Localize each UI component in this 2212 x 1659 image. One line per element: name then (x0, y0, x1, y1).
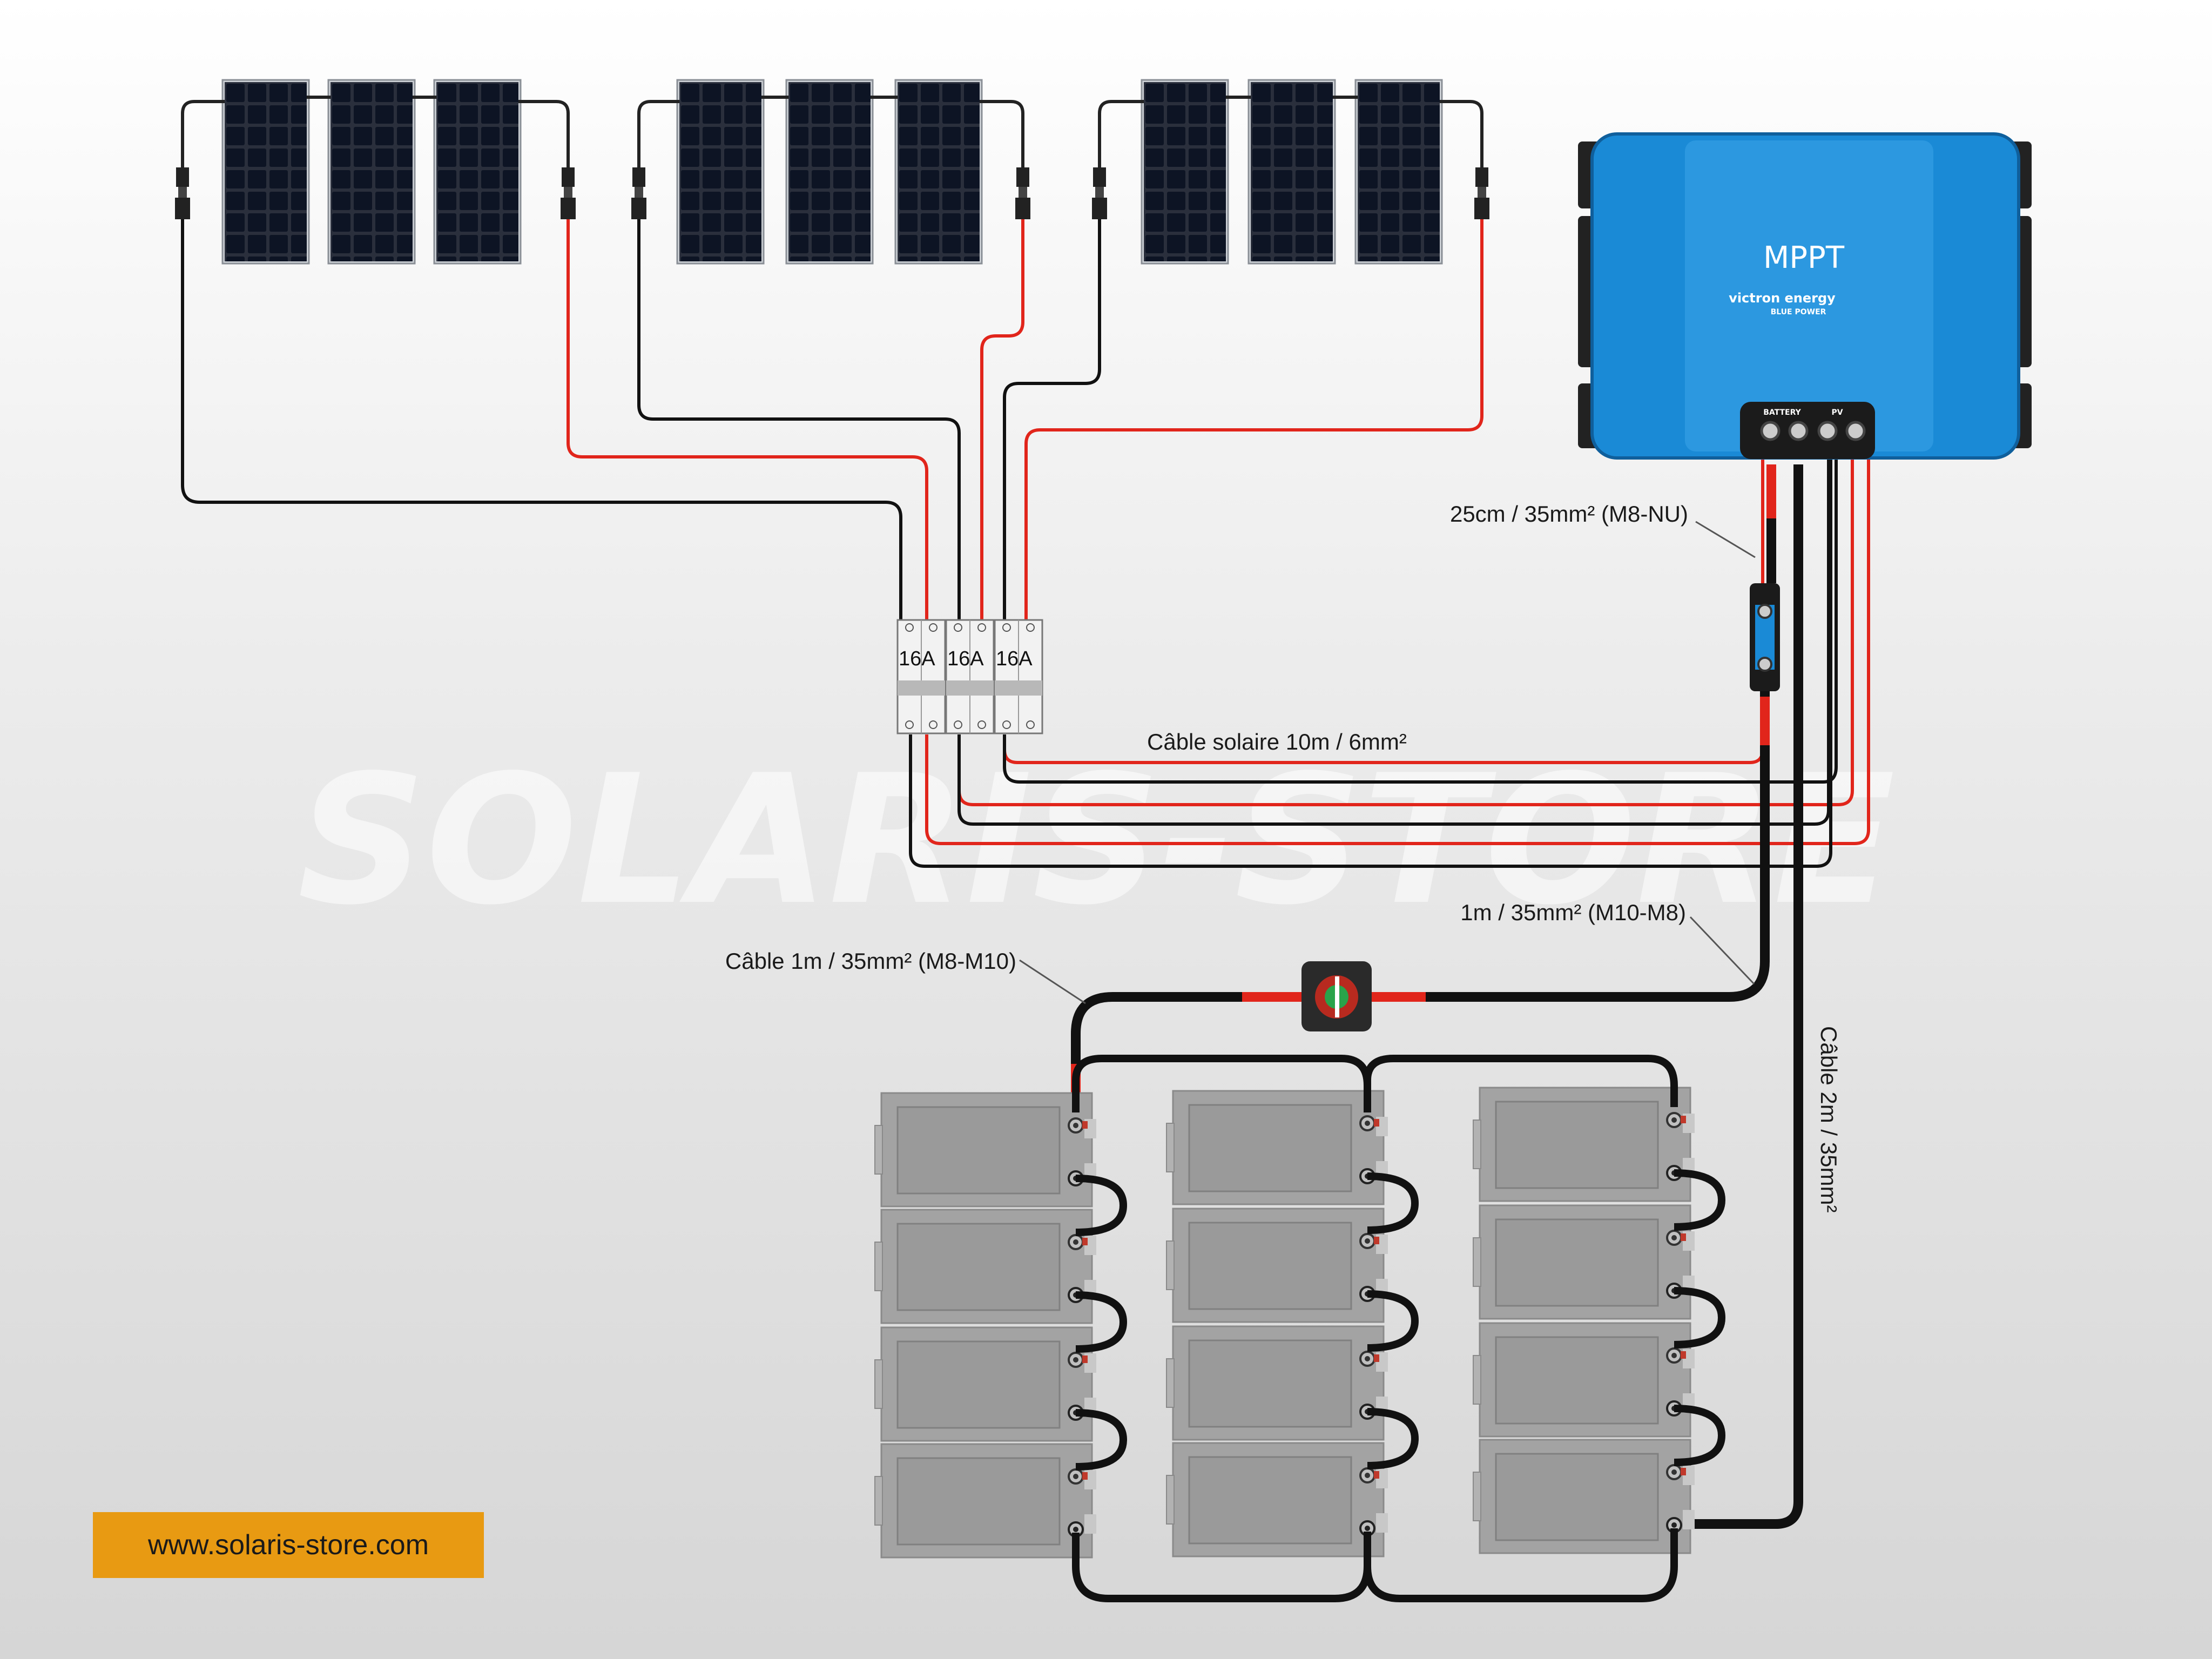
battery-column-2 (1165, 1090, 1389, 1557)
label-switch-battery-cable: Câble 1m / 35mm² (M8-M10) (725, 948, 1016, 974)
panel-string-1 (175, 79, 576, 265)
label-return-cable: Câble 2m / 35mm² (1816, 1026, 1842, 1212)
battery-switch (1301, 961, 1372, 1031)
label-controller-fuse-cable: 25cm / 35mm² (M8-NU) (1450, 501, 1688, 527)
website-badge[interactable]: www.solaris-store.com (93, 1512, 484, 1578)
leader-lines (1019, 521, 1756, 1004)
mppt-controller: MPPT victron energy BLUE POWER BATTERY P… (1578, 132, 2032, 460)
brand-name: victron energy (1729, 291, 1836, 306)
breaker-1-rating: 16A (899, 648, 935, 670)
battery-column-3 (1472, 1087, 1696, 1554)
mppt-title: MPPT (1763, 240, 1845, 275)
battery-cables (1071, 464, 1803, 1529)
panel-string-2 (631, 79, 1030, 265)
label-solar-cable: Câble solaire 10m / 6mm² (1147, 729, 1407, 754)
breaker-2-rating: 16A (947, 648, 984, 670)
breaker-3-rating: 16A (996, 648, 1033, 670)
panel-string-3 (1092, 79, 1489, 265)
parallel-links (1072, 1055, 1678, 1602)
battery-column-1 (874, 1092, 1097, 1559)
label-switch-controller-cable: 1m / 35mm² (M10-M8) (1460, 900, 1686, 925)
brand-tagline: BLUE POWER (1771, 308, 1826, 316)
inline-fuse (1750, 583, 1780, 691)
dc-breakers: 16A 16A 16A (896, 619, 1043, 734)
battery-bank (874, 1087, 1696, 1559)
terminal-pv-label: PV (1831, 408, 1843, 417)
panel-wires (181, 219, 1483, 621)
solar-cable-runs (909, 459, 1870, 868)
watermark-text: SOLARIS-STORE (298, 737, 1895, 944)
terminal-battery-label: BATTERY (1763, 408, 1801, 417)
series-jumpers (1075, 1169, 1726, 1471)
